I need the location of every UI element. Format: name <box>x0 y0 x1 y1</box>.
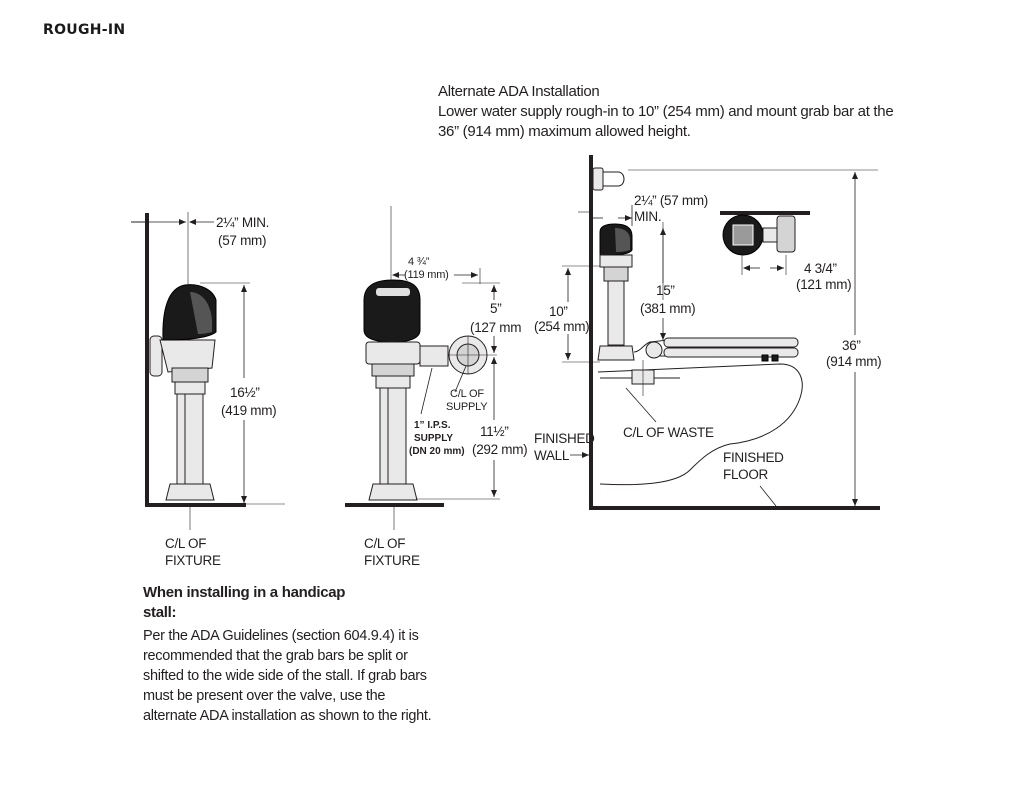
ada-grab-line1: 4 3/4” <box>804 261 837 276</box>
alternate-ada-title: Alternate ADA Installation <box>438 83 600 100</box>
ada-seat-lid <box>663 337 799 348</box>
side-cl-line2: FIXTURE <box>165 553 221 568</box>
ada-toilet-bowl <box>597 363 803 486</box>
ada-flush-tube <box>607 280 625 346</box>
front-offset-line2: (127 mm <box>470 320 521 335</box>
ada-view: 2¼” (57 mm) MIN. 15” (381 mm) 10” (254 m… <box>534 155 882 510</box>
ada-min-line1: 2¼” (57 mm) <box>634 193 708 208</box>
front-offset-line1: 5” <box>490 301 501 316</box>
side-min-line2: (57 mm) <box>218 233 266 248</box>
front-spud <box>368 483 418 501</box>
ada-floor-line1: FINISHED <box>723 450 784 465</box>
ada-max-line1: 36” <box>842 338 861 353</box>
front-ips-line1: 1” I.P.S. <box>414 420 451 431</box>
front-view: 4 ¾” (119 mm) 5” (127 mm C/L OF SUPPLY 1… <box>345 206 528 568</box>
front-cl-line2: FIXTURE <box>364 553 420 568</box>
front-cl-supply-line1: C/L OF <box>450 388 484 400</box>
ada-waste-label: C/L OF WASTE <box>623 425 714 440</box>
ada-valve-line2: (381 mm) <box>640 301 695 316</box>
handicap-note: When installing in a handicap stall: Per… <box>143 583 433 726</box>
front-valve-body <box>365 341 421 365</box>
front-width-line2: (119 mm) <box>404 269 449 281</box>
side-height-line2: (419 mm) <box>221 403 276 418</box>
front-flush-tube <box>379 387 407 485</box>
side-cl-line1: C/L OF <box>165 536 206 551</box>
front-ips-line3: (DN 20 mm) <box>409 446 465 457</box>
ada-wall-line1: FINISHED <box>534 431 595 446</box>
ada-floor-line2: FLOOR <box>723 467 769 482</box>
alternate-ada-body: Lower water supply rough-in to 10” (254 … <box>438 103 894 140</box>
side-height-line1: 16½” <box>230 385 260 400</box>
ada-valve-line1: 15” <box>656 283 675 298</box>
handicap-heading-line1: When installing in a handicap <box>143 584 346 601</box>
ada-min-line2: MIN. <box>634 209 661 224</box>
side-valve-body <box>159 339 216 373</box>
front-ips-line2: SUPPLY <box>414 433 453 444</box>
handicap-heading-line2: stall: <box>143 604 177 621</box>
ada-supply-line2: (254 mm) <box>534 319 589 334</box>
front-sensor-window <box>376 288 410 296</box>
side-wall-flange <box>149 335 163 377</box>
ada-grab-bar <box>603 171 625 187</box>
side-min-line1: 2¼” MIN. <box>216 215 269 230</box>
alternate-ada-note: Alternate ADA Installation Lower water s… <box>438 82 918 142</box>
ada-grab-line2: (121 mm) <box>796 277 851 292</box>
front-supply-height-line2: (292 mm) <box>472 442 527 457</box>
front-cl-supply-line2: SUPPLY <box>446 401 488 413</box>
side-spud <box>165 483 215 501</box>
ada-valve-body <box>599 254 633 268</box>
front-supply-stop <box>419 345 449 367</box>
side-flush-tube <box>176 393 204 485</box>
ada-max-line2: (914 mm) <box>826 354 881 369</box>
front-cl-line1: C/L OF <box>364 536 405 551</box>
page-heading: ROUGH-IN <box>43 22 126 38</box>
side-view: 2¼” MIN. (57 mm) 16½” (419 mm) C/L OF FI… <box>131 212 285 568</box>
handicap-body: Per the ADA Guidelines (section 604.9.4)… <box>143 628 432 724</box>
ada-supply-line1: 10” <box>549 304 568 319</box>
ada-wall-line2: WALL <box>534 448 570 463</box>
front-supply-height-line1: 11½” <box>480 424 509 439</box>
front-width-line1: 4 ¾” <box>408 256 430 268</box>
ada-inset-stop <box>776 215 796 253</box>
ada-grab-bar-flange <box>592 167 604 191</box>
